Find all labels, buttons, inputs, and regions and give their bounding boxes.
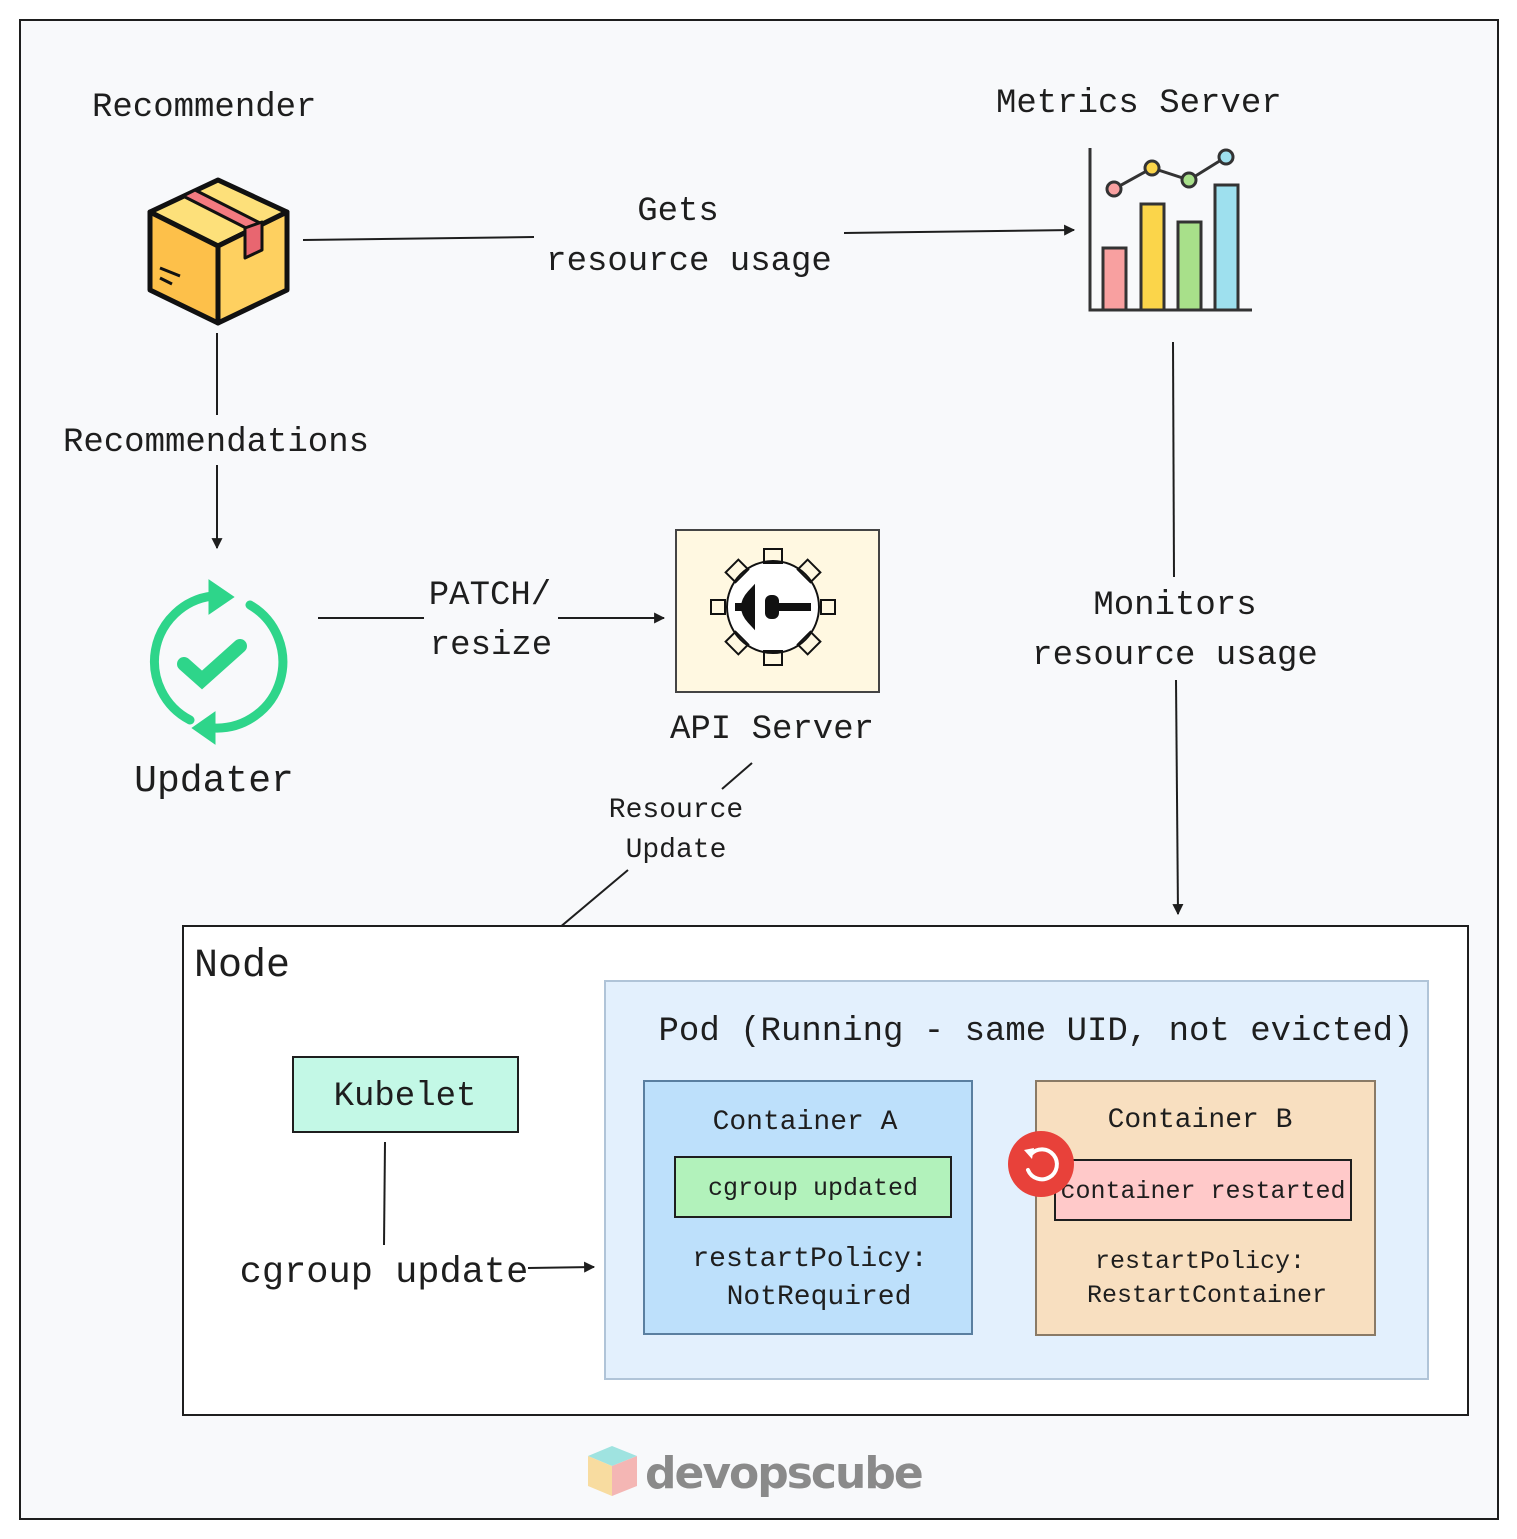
cgroup-update-edge-start <box>383 1141 386 1246</box>
container-b-policy-key: restartPolicy: <box>1095 1247 1305 1276</box>
monitors-label-2: resource usage <box>1032 637 1318 675</box>
patch-label-2: resize <box>430 627 552 665</box>
bar-chart-icon <box>1088 148 1252 312</box>
node-label: Node <box>194 944 290 989</box>
resource-update-label-2: Update <box>626 835 727 866</box>
sync-check-icon <box>149 579 288 745</box>
metrics-server-label: Metrics Server <box>996 85 1282 123</box>
recommender-label: Recommender <box>92 89 316 127</box>
container-b-policy-value: RestartContainer <box>1087 1281 1327 1310</box>
gets-edge-arrow <box>843 224 1076 236</box>
gets-label-2: resource usage <box>546 243 832 281</box>
monitors-edge-arrow <box>1172 679 1184 916</box>
pod-label: Pod (Running - same UID, not evicted) <box>659 1013 1414 1051</box>
api-server-label: API Server <box>670 711 874 749</box>
cgroup-update-edge-arrow <box>527 1261 596 1273</box>
gear-plug-icon <box>710 548 836 666</box>
cgroup-updated-label: cgroup updated <box>708 1174 918 1203</box>
container-a-policy-key: restartPolicy: <box>692 1244 927 1275</box>
package-box-icon <box>147 177 290 326</box>
container-b-title: Container B <box>1108 1105 1293 1136</box>
resource-update-edge-start <box>721 762 753 790</box>
cgroup-updated-badge <box>674 1156 952 1218</box>
updater-label: Updater <box>134 760 294 803</box>
cgroup-update-label: cgroup update <box>240 1252 529 1294</box>
container-a-title: Container A <box>713 1107 898 1138</box>
resource-update-label-1: Resource <box>609 795 743 826</box>
container-restarted-label: container restarted <box>1060 1177 1345 1206</box>
gets-edge-start <box>302 236 535 241</box>
monitors-edge-start <box>1172 341 1175 578</box>
monitors-label-1: Monitors <box>1093 587 1256 625</box>
container-a-policy-value: NotRequired <box>727 1282 912 1313</box>
recommendations-label: Recommendations <box>63 424 369 462</box>
restart-icon <box>1008 1131 1074 1197</box>
container-restarted-badge <box>1054 1159 1352 1221</box>
logo-text: devopscube <box>645 1448 922 1499</box>
kubelet-box <box>292 1056 519 1133</box>
gets-label-1: Gets <box>637 193 719 231</box>
devopscube-logo: devopscube <box>588 1446 924 1499</box>
patch-label-1: PATCH/ <box>429 577 551 615</box>
kubelet-label: Kubelet <box>334 1078 477 1116</box>
